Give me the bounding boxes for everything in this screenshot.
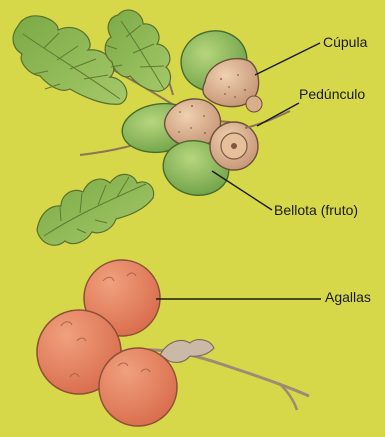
galls-branch-group [37,260,309,426]
label-galls: Agallas [325,289,371,305]
leader-cupula [255,43,320,75]
label-peduncle: Pedúnculo [299,86,365,102]
lower-left-oak-leaf [37,174,154,245]
label-acorn: Bellota (fruto) [274,202,358,218]
lower-gall [99,348,177,426]
cupula-center [231,143,237,149]
leader-acorn [212,171,272,210]
leader-peduncle [257,103,299,126]
small-bud [246,96,262,112]
label-cupula: Cúpula [323,34,367,50]
